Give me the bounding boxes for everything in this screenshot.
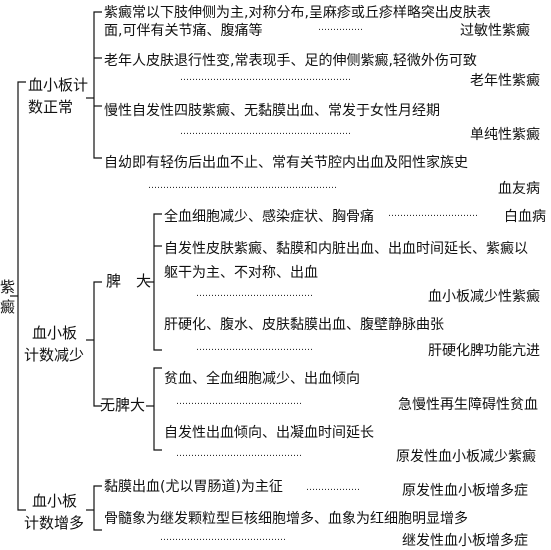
hemophilia-desc-line1: 自幼即有轻伤后出血不止、常有关节腔内出血及阳性家族史: [104, 155, 468, 171]
hemophilia-dot-leader: ………………………………………………………: [148, 181, 337, 191]
thrombocythemia-dot-leader: ………………: [306, 483, 360, 493]
hemophilia-diagnosis: 血友病: [498, 181, 540, 197]
itp-desc-line1: 自发性出血倾向、出凝血时间延长: [164, 425, 374, 441]
secondary-desc-line1: 骨髓象为继发颗粒型巨核细胞增多、血象为红细胞明显增多: [104, 511, 468, 527]
senile-diagnosis: 老年性紫癜: [470, 73, 540, 89]
root-label-line2: 癜: [0, 298, 16, 316]
allergic-desc-line2: 面,可伴有关节痛、腹痛等: [104, 23, 263, 39]
root-label-line1: 紫: [0, 278, 16, 296]
secondary-dot-leader: ……………………………………: [160, 533, 286, 543]
leukemia-dot-leader: …………………………: [388, 209, 478, 219]
group-reduced-label-line1: 血小板: [32, 324, 78, 342]
cirrhosis-dot-leader: …………………………………: [196, 343, 313, 353]
leukemia-desc-line1: 全血细胞减少、感染症状、胸骨痛: [164, 209, 374, 225]
thrombocythemia-diagnosis: 原发性血小板增多症: [402, 483, 528, 499]
simple-dot-leader: …………………………………………………: [180, 127, 351, 137]
aplastic-desc-line1: 贫血、全血细胞减少、出血倾向: [164, 371, 360, 387]
itp-diagnosis: 原发性血小板减少紫癜: [396, 449, 536, 465]
thrombocytopenic-desc-line1: 自发性皮肤紫癜、黏膜和内脏出血、出血时间延长、紫癜以: [164, 241, 528, 257]
allergic-diagnosis: 过敏性紫癜: [460, 23, 530, 39]
group-reduced-label-line2: 计数减少: [24, 346, 85, 364]
cirrhosis-desc-line1: 肝硬化、腹水、皮肤黏膜出血、腹壁静脉曲张: [164, 317, 444, 333]
cirrhosis-diagnosis: 肝硬化脾功能亢进: [428, 343, 540, 359]
senile-dot-leader: …………………………………………………: [180, 73, 351, 83]
aplastic-dot-leader: ……………………………………: [176, 397, 302, 407]
itp-dot-leader: ……………………………………: [176, 449, 302, 459]
aplastic-diagnosis: 急慢性再生障碍性贫血: [398, 397, 538, 413]
subgroup-spleen-label: 脾 大: [106, 272, 152, 290]
group-increased-label-line2: 计数增多: [24, 514, 85, 532]
thrombocythemia-desc-line1: 黏膜出血(尤以胃肠道)为主征: [104, 479, 283, 495]
secondary-diagnosis: 继发性血小板增多症: [402, 533, 528, 549]
senile-desc-line1: 老年人皮肤退行性变,常表现手、足的伸侧紫癜,轻微外伤可致: [104, 53, 477, 69]
thrombocytopenic-dot-leader: …………………………………: [196, 289, 313, 299]
leukemia-diagnosis: 白血病: [504, 209, 546, 225]
simple-desc-line1: 慢性自发性四肢紫癜、无黏膜出血、常发于女性月经期: [104, 103, 440, 119]
group-increased-label-line1: 血小板: [32, 492, 78, 510]
thrombocytopenic-desc-line2: 躯干为主、不对称、出血: [164, 265, 318, 281]
group-normal-label-line1: 血小板计: [28, 76, 89, 94]
thrombocytopenic-diagnosis: 血小板减少性紫癜: [428, 289, 540, 305]
allergic-dot-leader: ……………: [318, 23, 363, 33]
group-normal-label-line2: 数正常: [28, 98, 74, 116]
simple-diagnosis: 单纯性紫癜: [470, 127, 540, 143]
subgroup-no-spleen-label: 无脾大: [100, 396, 146, 414]
allergic-desc-line1: 紫癜常以下肢伸侧为主,对称分布,呈麻疹或丘疹样略突出皮肤表: [104, 5, 491, 21]
